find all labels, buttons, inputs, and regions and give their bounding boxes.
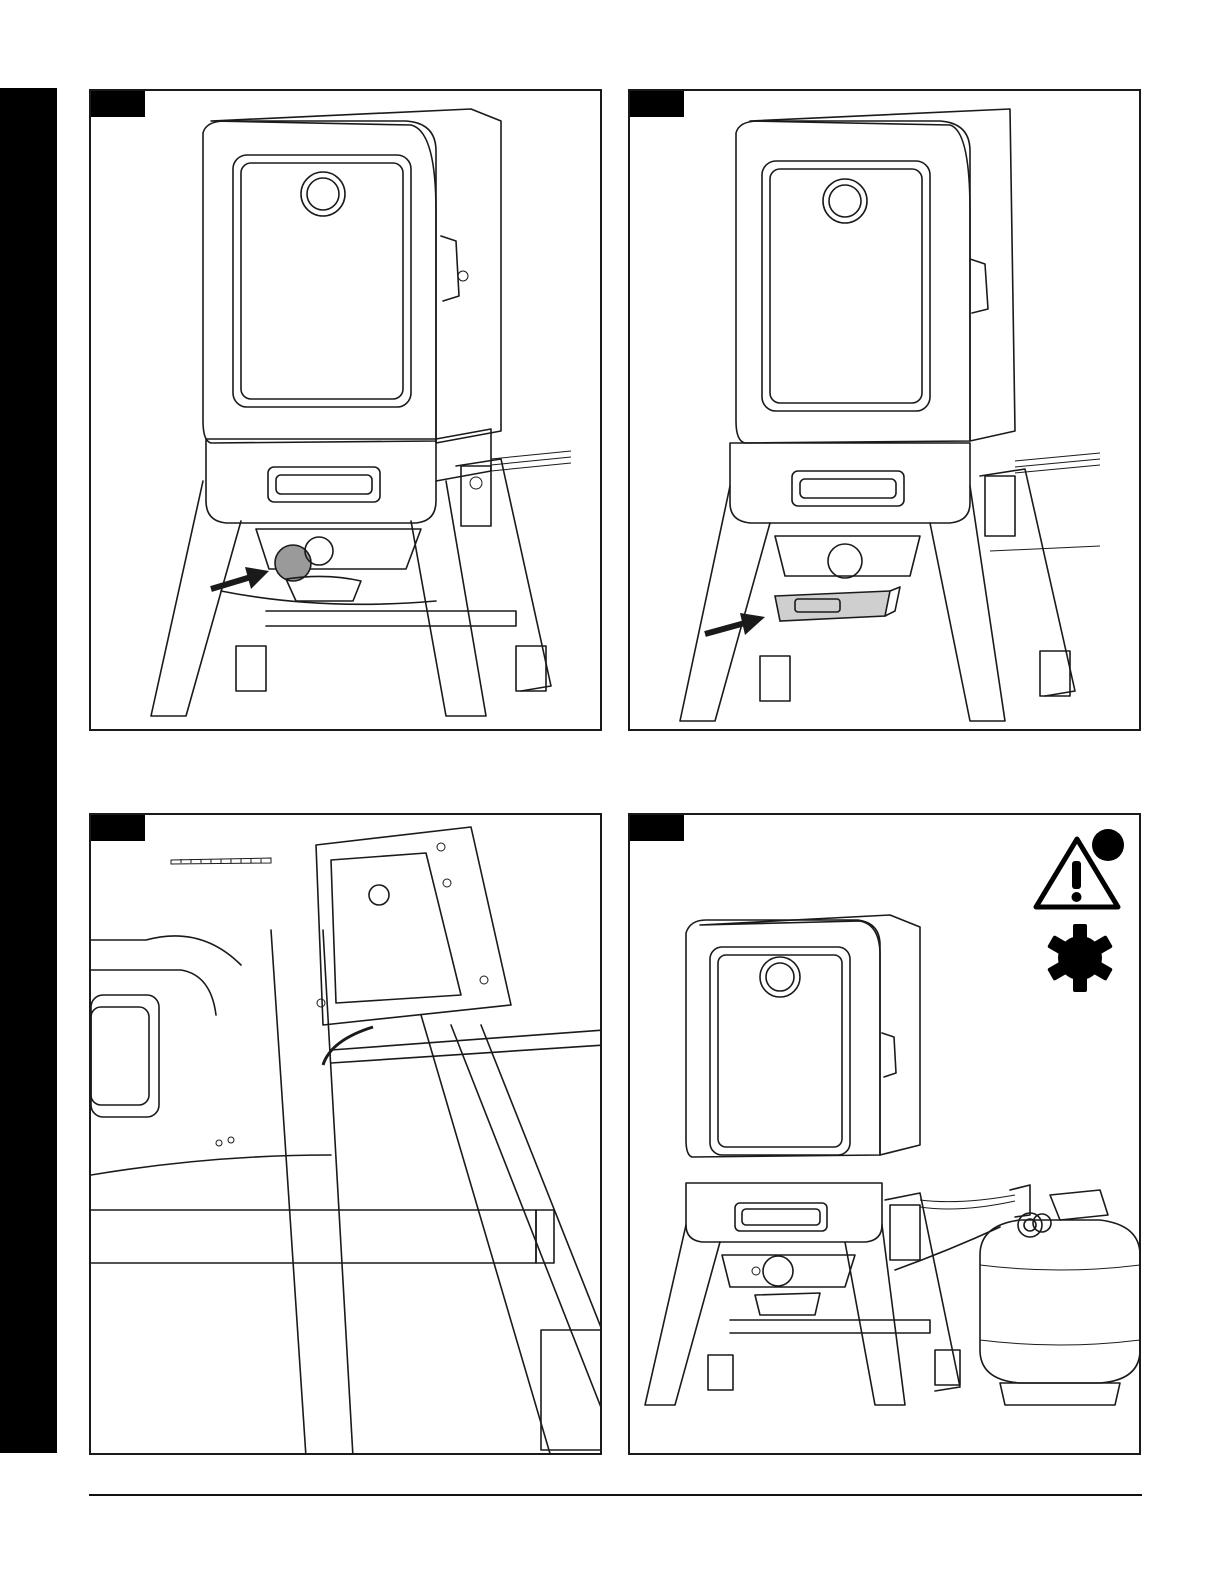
step-panel-2 bbox=[628, 89, 1141, 731]
smoker-knob-illustration bbox=[91, 91, 602, 731]
gear-icon bbox=[1047, 924, 1113, 992]
footer-rule bbox=[89, 1494, 1142, 1496]
smoker-tray-illustration bbox=[630, 91, 1141, 731]
notice-dot-icon bbox=[1092, 829, 1124, 861]
step-panel-4 bbox=[628, 813, 1141, 1455]
step-panel-1 bbox=[89, 89, 602, 731]
lp-tank-connection-illustration bbox=[630, 815, 1141, 1455]
step-panel-3 bbox=[89, 813, 602, 1455]
chapter-side-tab bbox=[0, 88, 57, 1453]
grease-tray bbox=[775, 591, 890, 621]
side-shelf-closeup-illustration bbox=[91, 815, 602, 1455]
